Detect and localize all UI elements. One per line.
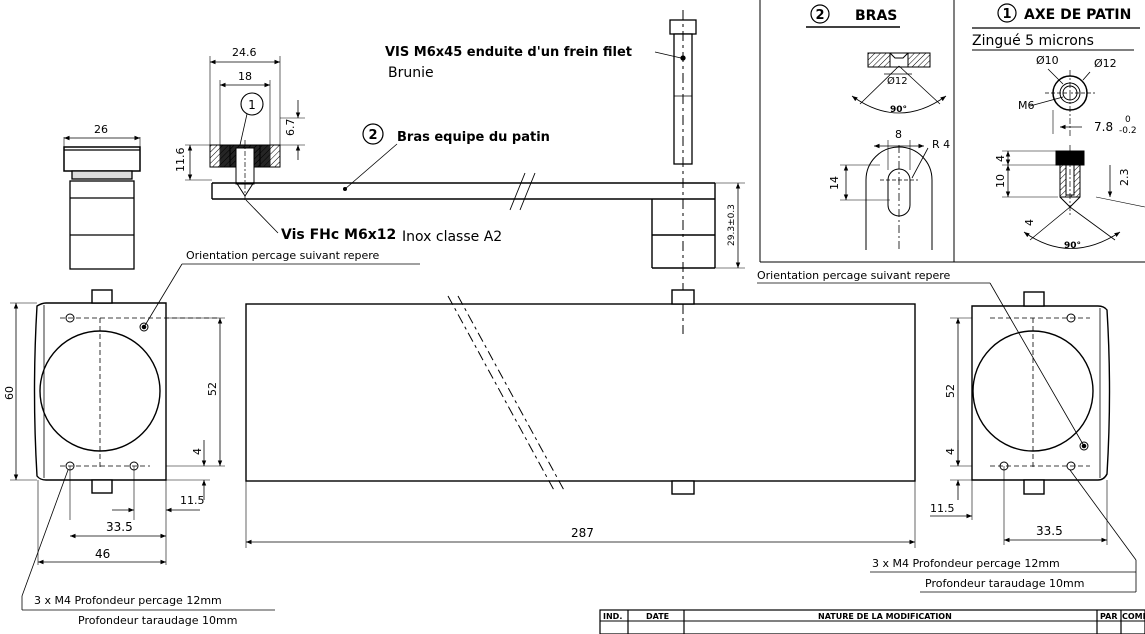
right-end-view: [757, 282, 1137, 593]
revision-table: [599, 609, 1145, 634]
axe-dim-4b: 4: [1023, 219, 1036, 226]
left-dim-46: 46: [95, 547, 110, 561]
axe-angle: 90°: [1064, 241, 1081, 251]
bras-dim-r4: R 4: [932, 138, 950, 151]
axe-number-circle: [997, 3, 1017, 23]
dim-26: 26: [94, 123, 108, 136]
axe-dim-7-8: 7.8: [1094, 120, 1113, 134]
axe-top-view: [1029, 68, 1095, 138]
left-orientation-note: Orientation percage suivant repere: [186, 249, 380, 262]
axe-tol-upper: 0: [1125, 115, 1131, 125]
patin-section: [185, 56, 305, 200]
bras-slot: [840, 140, 933, 252]
axe-dim-2-3: 2.3: [1118, 169, 1131, 187]
bras-dim-14: 14: [828, 176, 841, 190]
screw-m6x45: [654, 10, 697, 334]
axe-finish: Zingué 5 microns: [972, 33, 1094, 49]
arm-callout: 2 Bras equipe du patin: [343, 123, 550, 191]
dim-18: 18: [238, 70, 252, 83]
screw-m6x45-finish: Brunie: [388, 65, 434, 81]
left-note-drill: 3 x M4 Profondeur percage 12mm: [34, 594, 222, 607]
col-date: DATE: [646, 612, 669, 621]
axe-dim-10: 10: [994, 174, 1007, 188]
left-dim-11-5: 11.5: [180, 494, 205, 507]
left-note-tap: Profondeur taraudage 10mm: [78, 614, 237, 627]
axe-dia12: Ø12: [1094, 57, 1117, 70]
axe-header: 1 AXE DE PATIN Zingué 5 microns: [972, 3, 1140, 51]
right-note-tap: Profondeur taraudage 10mm: [925, 577, 1084, 590]
bras-angle: 90°: [890, 105, 907, 115]
axe-dia10: Ø10: [1036, 54, 1059, 67]
axe-side-view: [1002, 145, 1145, 249]
col-nature: NATURE DE LA MODIFICATION: [818, 612, 952, 621]
dim-6-7: 6.7: [284, 119, 297, 137]
col-par: PAR: [1100, 612, 1117, 621]
dim-29-3: 29.3±0.3: [727, 204, 737, 246]
callout-1: 1: [248, 98, 256, 112]
left-dim-60: 60: [3, 386, 16, 400]
axe-m6: M6: [1018, 99, 1035, 112]
bras-section: Ø12 90°: [851, 52, 947, 115]
right-note-drill: 3 x M4 Profondeur percage 12mm: [872, 557, 1060, 570]
vis-fhc-material: Inox classe A2: [402, 229, 502, 245]
screw-m6x45-label: VIS M6x45 enduite d'un frein filet: [385, 45, 632, 60]
center-bar-view: [245, 289, 916, 548]
right-orientation-note: Orientation percage suivant repere: [757, 269, 951, 282]
center-dim-287: 287: [571, 526, 594, 540]
left-dim-4: 4: [191, 448, 204, 455]
vis-fhc-label: Vis FHc M6x12: [281, 227, 396, 243]
bras-title: BRAS: [855, 8, 897, 24]
left-dim-33-5: 33.5: [106, 520, 133, 534]
left-dim-52: 52: [206, 382, 219, 396]
patin-block-left: [63, 135, 141, 270]
dim-24-6: 24.6: [232, 46, 257, 59]
right-dim-4: 4: [944, 448, 957, 455]
dim-11-6: 11.6: [174, 148, 187, 173]
bras-number-circle: [810, 4, 830, 24]
vis-fhc-callout: Vis FHc M6x12 Inox classe A2: [245, 199, 502, 245]
axe-number: 1: [1002, 7, 1011, 22]
detail-frame: [759, 0, 1145, 263]
callout-2: 2: [368, 128, 377, 143]
axe-dim-4a: 4: [994, 155, 1007, 162]
axe-tol-lower: -0.2: [1119, 126, 1137, 136]
bras-dim-8: 8: [895, 128, 902, 141]
bras-number: 2: [815, 8, 824, 23]
bras-dia12: Ø12: [887, 75, 908, 87]
right-dim-33-5: 33.5: [1036, 524, 1063, 538]
axe-title: AXE DE PATIN: [1024, 7, 1131, 23]
col-comp: COMP: [1122, 612, 1145, 621]
left-end-view: [10, 263, 420, 611]
arm-label: Bras equipe du patin: [397, 130, 550, 145]
right-dim-11-5: 11.5: [930, 502, 955, 515]
right-dim-52: 52: [944, 384, 957, 398]
bras-header: 2 BRAS: [806, 4, 900, 28]
col-ind: IND.: [603, 612, 622, 621]
